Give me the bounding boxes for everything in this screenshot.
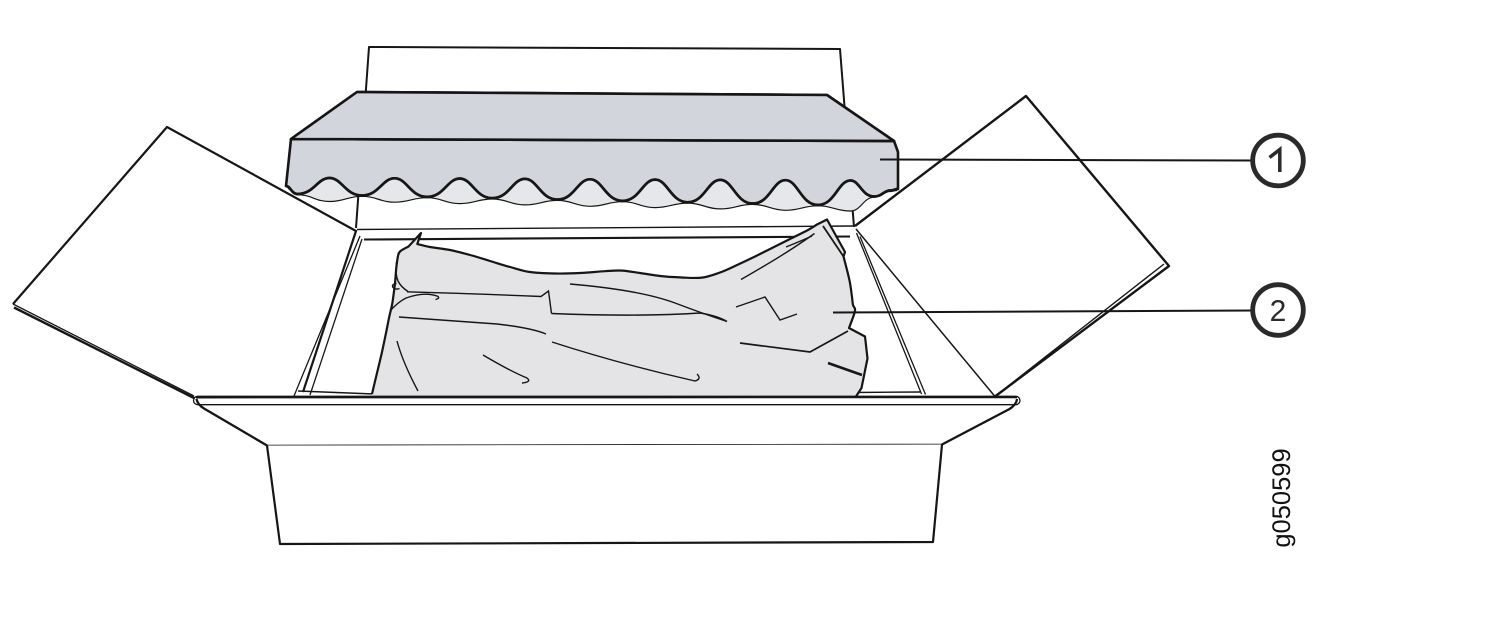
svg-text:2: 2	[1270, 295, 1287, 328]
svg-text:g050599: g050599	[1268, 448, 1296, 547]
